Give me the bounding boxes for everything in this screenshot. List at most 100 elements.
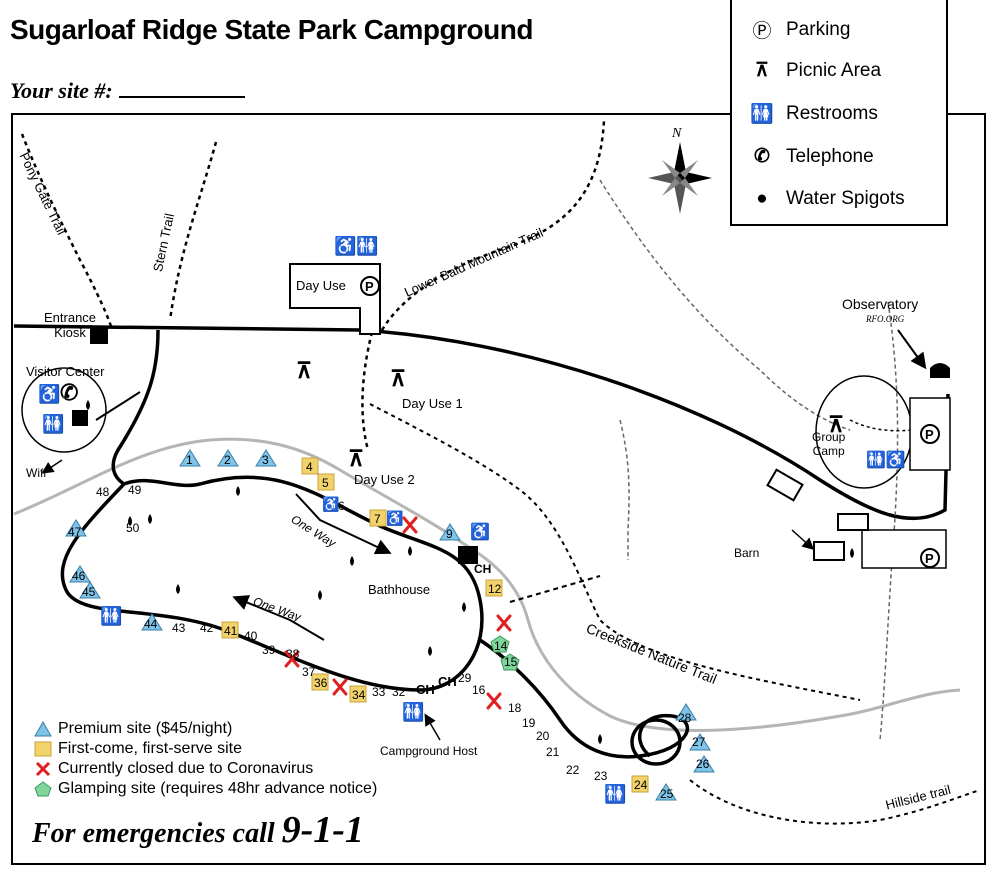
first-come-site-markers: [221, 457, 649, 793]
svg-text:41: 41: [224, 624, 238, 638]
observatory-building: [930, 363, 950, 378]
svg-text:2: 2: [224, 453, 231, 467]
visitor-center-label: Visitor Center: [26, 364, 105, 379]
svg-text:49: 49: [128, 483, 142, 497]
day-use-2-label: Day Use 2: [354, 472, 415, 487]
svg-text:25: 25: [660, 787, 674, 801]
svg-text:1: 1: [186, 453, 193, 467]
restrooms-icon: 🚻: [604, 784, 627, 804]
svg-text:36: 36: [314, 676, 328, 690]
map-title: Sugarloaf Ridge State Park Campground: [10, 14, 533, 45]
svg-text:P: P: [925, 551, 934, 566]
svg-text:39: 39: [262, 643, 276, 657]
svg-text:P: P: [365, 279, 374, 294]
barn-building: [813, 541, 845, 561]
accessible-icon: ♿: [322, 496, 340, 512]
emergency-notice: For emergencies call 9-1-1: [32, 809, 364, 851]
svg-text:P: P: [925, 427, 934, 442]
svg-text:34: 34: [352, 688, 366, 702]
premium-site-markers: [65, 449, 715, 801]
site-legend: Premium site ($45/night) First-come, fir…: [34, 719, 377, 799]
day-use-label: Day Use: [296, 278, 346, 293]
closed-x-icon: [35, 761, 51, 777]
svg-text:47: 47: [68, 525, 82, 539]
svg-text:20: 20: [536, 729, 550, 743]
svg-text:44: 44: [144, 617, 158, 631]
main-road: [13, 324, 950, 520]
restrooms-icon: 🚻♿: [866, 452, 906, 469]
svg-text:12: 12: [488, 582, 502, 596]
restrooms-icon: 🚻: [42, 414, 65, 434]
your-site-field: Your site #:: [10, 76, 245, 104]
svg-text:15: 15: [504, 655, 518, 669]
legend-telephone: ✆ Telephone: [748, 145, 874, 168]
observatory-label: Observatory: [842, 296, 919, 312]
svg-text:42: 42: [200, 621, 214, 635]
svg-text:43: 43: [172, 621, 186, 635]
camp-loop: [60, 475, 484, 692]
svg-text:21: 21: [546, 745, 560, 759]
legend-premium: Premium site ($45/night): [34, 719, 377, 739]
svg-text:7: 7: [374, 512, 381, 526]
svg-text:38: 38: [286, 647, 300, 661]
telephone-icon: ✆: [60, 380, 79, 405]
ch-label: CH: [416, 682, 435, 697]
svg-text:4: 4: [306, 460, 313, 474]
wifi-label: Wifi: [26, 466, 46, 480]
restrooms-icon: ♿🚻: [334, 236, 379, 256]
svg-text:14: 14: [494, 639, 508, 653]
svg-text:48: 48: [96, 485, 110, 499]
stern-trail: [168, 141, 218, 321]
svg-text:29: 29: [458, 671, 472, 685]
rfo-label: RFO.ORG: [866, 314, 905, 324]
accessible-icon: ♿: [386, 510, 404, 526]
legend-glamping: Glamping site (requires 48hr advance not…: [34, 779, 377, 799]
svg-text:6: 6: [338, 499, 345, 513]
parking-icon: Ⓟ: [752, 21, 772, 42]
ch-label: CH: [474, 562, 492, 576]
picnic-icon: ⊼: [296, 358, 312, 383]
svg-text:46: 46: [72, 569, 86, 583]
accessible-icon: ♿: [470, 524, 490, 541]
water-spigot-icon: [86, 400, 854, 744]
svg-text:23: 23: [594, 769, 608, 783]
accessible-icon: ♿: [38, 384, 61, 404]
water-spigot-icon: ●: [756, 188, 768, 209]
map-frame: [11, 113, 986, 865]
glamping-pentagon-icon: [34, 781, 52, 797]
svg-text:9: 9: [446, 527, 453, 541]
svg-text:19: 19: [522, 716, 536, 730]
compass-rose-icon: [648, 142, 712, 214]
bathhouse-building: [458, 546, 478, 564]
picnic-icon: ⊼: [828, 412, 844, 437]
svg-text:24: 24: [634, 778, 648, 792]
campground-host-label: Campground Host: [380, 744, 478, 758]
glamping-site-markers: [490, 635, 520, 671]
svg-text:22: 22: [566, 763, 580, 777]
legend-restrooms: 🚻 Restrooms: [748, 102, 878, 126]
legend-closed: Currently closed due to Coronavirus: [34, 759, 377, 779]
barn-label: Barn: [734, 546, 760, 560]
svg-text:27: 27: [692, 735, 706, 749]
svg-text:33: 33: [372, 685, 386, 699]
first-come-square-icon: [34, 741, 52, 757]
entrance-kiosk-building: [90, 328, 108, 344]
visitor-center-building: [72, 410, 88, 426]
restrooms-icon: 🚻: [100, 606, 123, 626]
creek: [13, 437, 961, 732]
closed-site-markers: [284, 516, 512, 710]
picnic-icon: ⊼: [390, 366, 406, 391]
svg-text:50: 50: [126, 521, 140, 535]
svg-text:37: 37: [302, 665, 316, 679]
svg-text:45: 45: [82, 585, 96, 599]
restrooms-icon: 🚻: [402, 702, 425, 722]
svg-text:5: 5: [322, 476, 329, 490]
premium-triangle-icon: [34, 721, 52, 737]
legend-first-come: First-come, first-serve site: [34, 739, 377, 759]
svg-text:16: 16: [472, 683, 486, 697]
map-legend: Ⓟ Parking ⊼ Picnic Area 🚻 Restrooms ✆ Te…: [730, 0, 948, 226]
